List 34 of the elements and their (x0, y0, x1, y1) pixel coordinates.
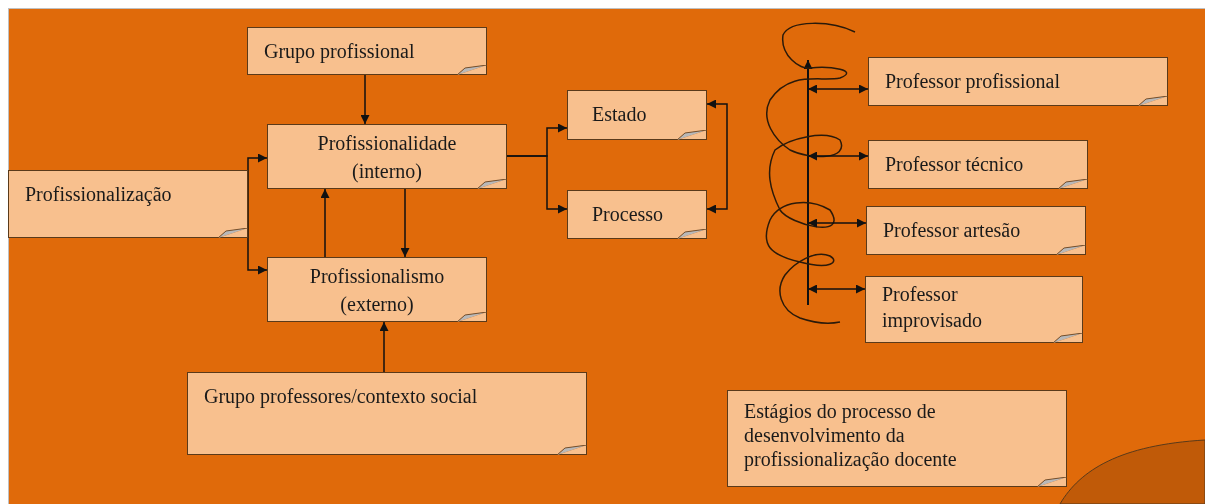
note-text: Profissionalidade (interno) (316, 131, 458, 185)
note-box (865, 276, 1083, 343)
arrow (320, 188, 330, 258)
note-box (866, 206, 1086, 255)
note-text: Professor improvisado (882, 282, 983, 333)
note-box (868, 57, 1168, 106)
note-box (267, 257, 487, 322)
arrow (807, 84, 869, 94)
arrow (807, 284, 866, 294)
arrow (706, 99, 728, 214)
note-text: Grupo profissional (264, 39, 416, 65)
note-text: Profissionalização (25, 182, 173, 208)
note-text: Profissionalismo (externo) (308, 264, 446, 317)
arrow (379, 321, 389, 373)
note-text: Professor técnico (885, 152, 1025, 177)
note-text: Estado (592, 102, 648, 127)
arrow (400, 188, 410, 258)
note-box (868, 140, 1088, 189)
arrow (506, 155, 568, 214)
note-text: Professor profissional (885, 69, 1061, 95)
note-box (187, 372, 587, 455)
note-text: Estágios do processo de desenvolvimento da profissionalização docente (744, 399, 958, 471)
arrow (360, 74, 370, 125)
note-box (8, 170, 248, 238)
note-box (567, 90, 707, 140)
note-box (727, 390, 1067, 487)
arrow (807, 218, 867, 228)
arrow (807, 151, 869, 161)
note-box (567, 190, 707, 239)
note-text: Processo (592, 202, 665, 227)
note-box (267, 124, 507, 189)
note-text: Professor artesão (883, 218, 1022, 243)
note-box (247, 27, 487, 75)
note-text: Grupo professores/contexto social (204, 384, 479, 410)
